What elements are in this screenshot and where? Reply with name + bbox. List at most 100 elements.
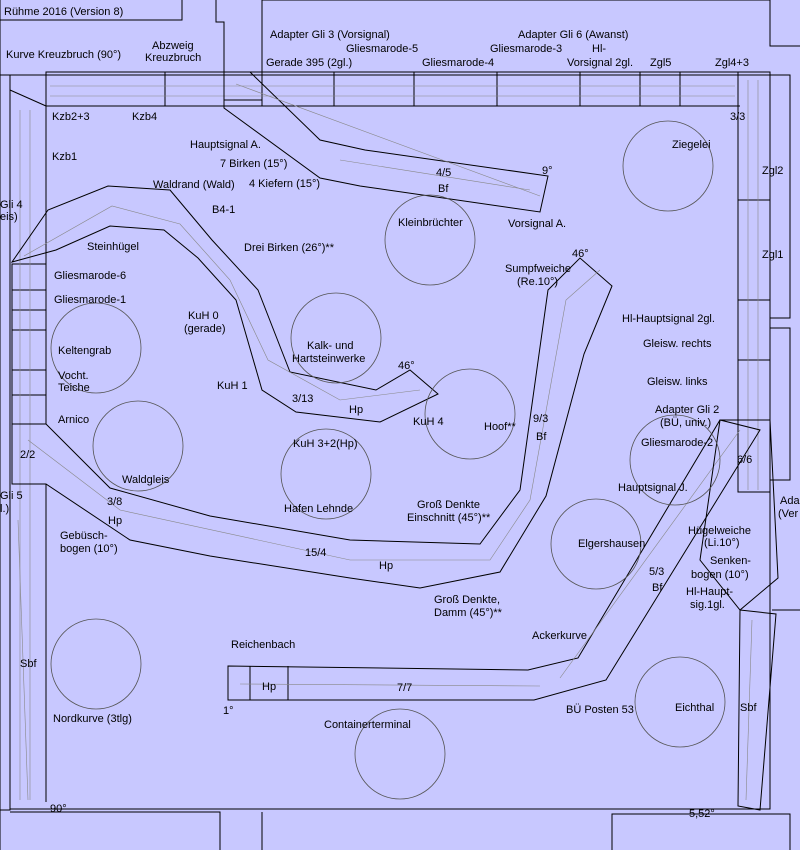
label-kuh1: KuH 1 xyxy=(217,380,248,392)
label-kuh32: KuH 3+2(Hp) xyxy=(293,438,358,450)
label-1deg: 1° xyxy=(223,705,234,717)
label-kleinbruechter: Kleinbrüchter xyxy=(398,217,463,229)
label-hauptsignal-a: Hauptsignal A. xyxy=(190,139,261,151)
label-ver: (Ver xyxy=(778,508,799,520)
label-keltengrab: Keltengrab xyxy=(58,345,111,357)
label-bf-1: Bf xyxy=(438,183,449,195)
label-drei-birken: Drei Birken (26°)** xyxy=(244,242,335,254)
label-3-13: 3/13 xyxy=(292,393,313,405)
label-eichthal: Eichthal xyxy=(675,702,714,714)
label-waldrand: Waldrand (Wald) xyxy=(153,179,235,191)
label-gebuesch: Gebüsch- xyxy=(60,530,108,542)
label-elgershausen: Elgershausen xyxy=(578,538,645,550)
label-gleisw-links: Gleisw. links xyxy=(647,376,708,388)
label-3-8: 3/8 xyxy=(107,496,122,508)
circle-elgershausen xyxy=(550,498,642,590)
label-li10: (Li.10°) xyxy=(704,537,740,549)
label-15-4: 15/4 xyxy=(305,547,326,559)
label-sig1gl: sig.1gl. xyxy=(690,599,725,611)
label-kzb4: Kzb4 xyxy=(132,111,157,123)
label-vocht: Vocht. xyxy=(58,370,89,382)
label-bu-univ: (BÜ, univ.) xyxy=(660,417,711,429)
label-4-kiefern: 4 Kiefern (15°) xyxy=(249,178,320,190)
circle-kleinbruechter xyxy=(384,194,476,286)
circle-eichthal xyxy=(634,656,726,748)
circle-kalkwerke xyxy=(290,292,382,384)
label-hp-1: Hp xyxy=(349,404,363,416)
label-7-birken: 7 Birken (15°) xyxy=(220,158,287,170)
circle-containerterminal xyxy=(354,708,446,800)
label-einschnitt: Einschnitt (45°)** xyxy=(407,512,491,524)
plan-title: Rühme 2016 (Version 8) xyxy=(4,6,123,18)
label-9deg: 9° xyxy=(542,165,553,177)
label-3-3: 3/3 xyxy=(730,111,745,123)
label-gleisw-rechts: Gleisw. rechts xyxy=(643,338,712,350)
label-senken: Senken- xyxy=(710,555,751,567)
label-hl-haupt: Hl-Haupt- xyxy=(686,586,733,598)
scenery-circles xyxy=(50,120,726,800)
label-bf-3: Bf xyxy=(652,582,663,594)
label-gliesmarode3: Gliesmarode-3 xyxy=(490,43,562,55)
label-gliesmarode2: Gliesmarode-2 xyxy=(641,437,713,449)
label-552deg: 5,52° xyxy=(689,808,715,820)
label-9-3: 9/3 xyxy=(533,413,548,425)
label-vorsignal-a: Vorsignal A. xyxy=(508,218,566,230)
label-reichenbach: Reichenbach xyxy=(231,639,295,651)
label-sumpfweiche: Sumpfweiche xyxy=(505,263,571,275)
circle-waldgleis xyxy=(92,400,184,492)
label-l: l.) xyxy=(0,503,9,515)
label-6-6: 6/6 xyxy=(737,454,752,466)
label-b4-1: B4-1 xyxy=(212,204,235,216)
label-re10: (Re.10°) xyxy=(517,276,558,288)
label-zgl4-3: Zgl4+3 xyxy=(715,57,749,69)
label-7-7: 7/7 xyxy=(397,682,412,694)
label-adapter-gli6: Adapter Gli 6 (Awanst) xyxy=(518,29,628,41)
label-gliesmarode4: Gliesmarode-4 xyxy=(422,57,494,69)
label-hl: Hl- xyxy=(592,43,606,55)
label-adapter-gli3: Adapter Gli 3 (Vorsignal) xyxy=(270,29,390,41)
label-4-5: 4/5 xyxy=(436,167,451,179)
label-vorsignal-2gl: Vorsignal 2gl. xyxy=(567,57,633,69)
label-bf-2: Bf xyxy=(536,431,547,443)
label-kzb1: Kzb1 xyxy=(52,151,77,163)
track-labels: Rühme 2016 (Version 8) Kurve Kreuzbruch … xyxy=(0,6,800,820)
circle-keltengrab xyxy=(50,302,142,394)
label-gliesmarode1: Gliesmarode-1 xyxy=(54,294,126,306)
label-gli4: Gli 4 xyxy=(0,199,23,211)
label-kurve-kreuzbruch: Kurve Kreuzbruch (90°) xyxy=(6,49,121,61)
label-waldgleis: Waldgleis xyxy=(122,474,170,486)
label-steinhuegel: Steinhügel xyxy=(87,241,139,253)
circle-nordkurve xyxy=(50,618,142,710)
label-gross-denkte-2: Groß Denkte, xyxy=(434,594,500,606)
circle-hafen xyxy=(280,428,372,520)
label-zgl1: Zgl1 xyxy=(762,249,783,261)
track-kuh xyxy=(10,185,439,423)
label-gerade395: Gerade 395 (2gl.) xyxy=(266,57,352,69)
label-hp-3: Hp xyxy=(379,560,393,572)
label-zgl5: Zgl5 xyxy=(650,57,671,69)
label-sbf-1: Sbf xyxy=(20,658,37,670)
label-gross-denkte-1: Groß Denkte xyxy=(417,499,480,511)
label-gerade: (gerade) xyxy=(184,323,226,335)
label-teiche: Teiche xyxy=(58,382,90,394)
label-arnico: Arnico xyxy=(58,414,89,426)
label-kuh0: KuH 0 xyxy=(188,310,219,322)
label-kalk: Kalk- und xyxy=(307,340,353,352)
label-bogen10: bogen (10°) xyxy=(60,543,118,555)
circle-hoof xyxy=(424,368,516,460)
label-kzb2-3: Kzb2+3 xyxy=(52,111,90,123)
top-track xyxy=(45,71,739,107)
label-90deg: 90° xyxy=(50,803,67,815)
label-abzweig: Abzweig xyxy=(152,40,194,52)
track-7-7 xyxy=(227,419,779,701)
label-damm: Damm (45°)** xyxy=(434,607,503,619)
label-46deg-b: 46° xyxy=(398,360,415,372)
label-hl-hauptsignal: Hl-Hauptsignal 2gl. xyxy=(622,313,715,325)
label-senkenbogen: bogen (10°) xyxy=(691,569,749,581)
label-gliesmarode5: Gliesmarode-5 xyxy=(346,43,418,55)
label-eis: eis) xyxy=(0,211,18,223)
label-ziegelei: Ziegelei xyxy=(672,139,711,151)
label-hoof: Hoof** xyxy=(484,421,517,433)
label-ada: Ada xyxy=(780,495,800,507)
